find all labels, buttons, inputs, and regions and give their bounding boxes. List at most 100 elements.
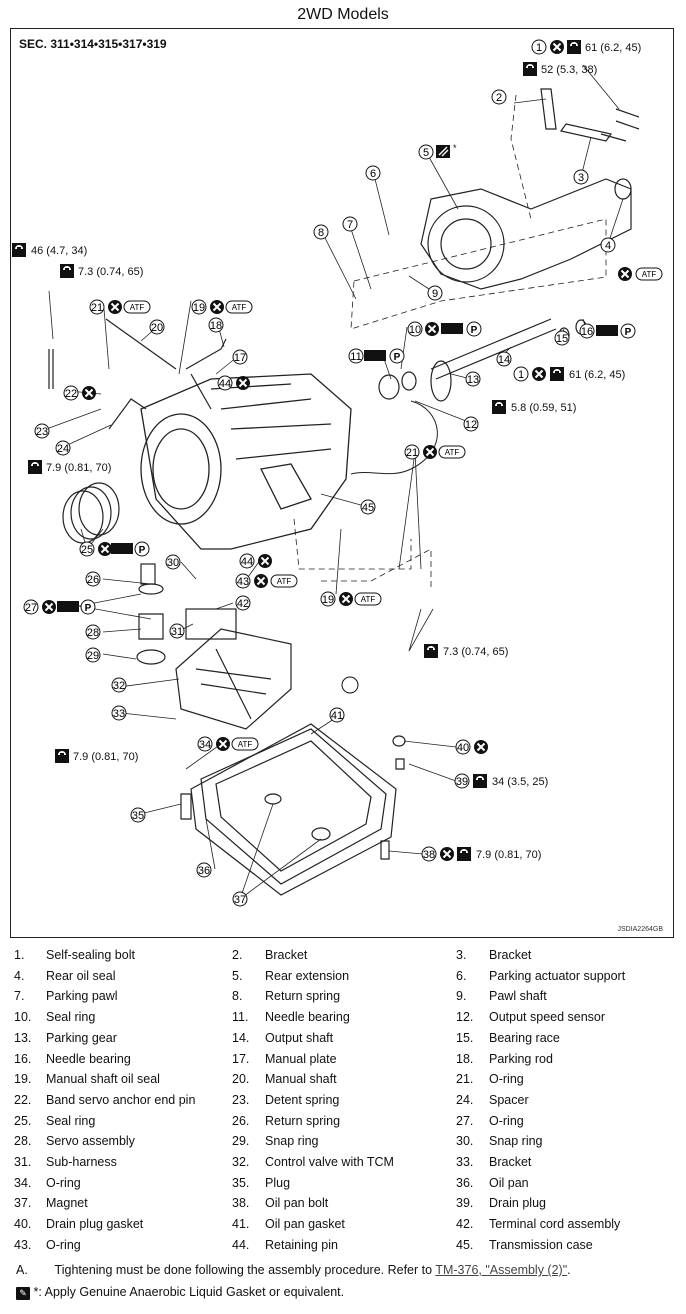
- callout-29: 29: [87, 650, 99, 662]
- wrench-icons: [12, 40, 581, 861]
- callout-13: 13: [467, 374, 479, 386]
- legend-number: 40.: [14, 1217, 32, 1232]
- callout-15: 15: [556, 333, 568, 345]
- note-a-letter: A.: [16, 1263, 28, 1277]
- callout-19a: 19: [193, 302, 205, 314]
- legend-number: 44.: [232, 1237, 250, 1252]
- callout-43: 43: [237, 576, 249, 588]
- p-badge: P: [471, 325, 478, 336]
- manual-shaft-shape: [48, 318, 227, 430]
- callout-35: 35: [132, 810, 144, 822]
- torque-5: 61 (6.2, 45): [569, 369, 625, 381]
- callout-33: 33: [113, 708, 125, 720]
- callout-21a: 21: [91, 302, 103, 314]
- legend-label: O-ring: [46, 1175, 81, 1190]
- legend-number: 11.: [232, 1010, 249, 1025]
- callout-19b: 19: [322, 594, 334, 606]
- servo-assembly-shape: [62, 482, 166, 665]
- atf-badge: ATF: [130, 303, 145, 312]
- callout-5: 5: [423, 147, 429, 159]
- note-a-text: Tightening must be done following the as…: [54, 1263, 436, 1277]
- legend-label: Self-sealing bolt: [46, 948, 135, 962]
- legend-number: 32.: [232, 1155, 250, 1169]
- atf-badge: ATF: [361, 595, 376, 604]
- callout-14: 14: [498, 354, 510, 366]
- diagram-svg: 1 2 3 4 5 6 7 8 9 10 11 12 13 1: [12, 39, 663, 907]
- legend-label: Oil pan bolt: [265, 1196, 329, 1211]
- legend-label: Needle bearing: [265, 1010, 350, 1025]
- legend-label: Snap ring: [489, 1134, 543, 1149]
- callout-16: 16: [581, 326, 593, 338]
- p-badge: P: [625, 327, 632, 338]
- torque-4: 7.3 (0.74, 65): [78, 266, 143, 278]
- legend-number: 19.: [14, 1072, 32, 1087]
- legend-number: 5.: [232, 968, 243, 983]
- torque-10: 34 (3.5, 25): [492, 776, 548, 788]
- callout-22: 22: [65, 388, 77, 400]
- callout-8: 8: [318, 227, 324, 239]
- legend-number: 28.: [14, 1134, 32, 1149]
- brackets-shape: [540, 88, 640, 142]
- callout-27: 27: [25, 602, 37, 614]
- legend-number: 9.: [456, 989, 467, 1004]
- callout-1b: 1: [518, 369, 524, 381]
- legend-label: Terminal cord assembly: [489, 1217, 621, 1232]
- callout-38: 38: [423, 849, 435, 861]
- legend-number: 26.: [232, 1113, 250, 1128]
- legend-label: Manual shaft: [265, 1072, 337, 1087]
- legend-label: Drain plug gasket: [46, 1217, 144, 1232]
- legend-number: 22.: [14, 1092, 32, 1107]
- legend-number: 36.: [456, 1175, 474, 1190]
- legend-label: Output speed sensor: [489, 1010, 606, 1025]
- legend-label: Bracket: [489, 948, 532, 962]
- callout-37: 37: [234, 894, 246, 906]
- legend-number: 29.: [232, 1134, 250, 1149]
- callout-44a: 44: [219, 378, 231, 390]
- assembly-guide-lines: [293, 94, 607, 589]
- legend-label: Needle bearing: [46, 1051, 131, 1066]
- assembly-link[interactable]: TM-376, "Assembly (2)": [435, 1263, 568, 1277]
- callout-39: 39: [456, 776, 468, 788]
- callout-32: 32: [113, 680, 125, 692]
- legend-label: O-ring: [489, 1113, 524, 1128]
- callout-17: 17: [234, 352, 246, 364]
- callout-26: 26: [87, 574, 99, 586]
- legend-label: Manual shaft oil seal: [46, 1072, 160, 1087]
- callout-12: 12: [465, 419, 477, 431]
- callout-30: 30: [167, 557, 179, 569]
- note-a: A. Tightening must be done following the…: [16, 1263, 571, 1277]
- legend-label: Rear oil seal: [46, 968, 116, 983]
- legend-number: 41.: [232, 1217, 250, 1232]
- p-badges: P P P P P: [80, 321, 636, 615]
- legend-label: Drain plug: [489, 1196, 546, 1211]
- legend-number: 37.: [14, 1196, 32, 1211]
- callout-40: 40: [457, 742, 469, 754]
- legend-label: Seal ring: [46, 1010, 96, 1025]
- control-valve-shape: [175, 608, 292, 730]
- legend-number: 31.: [14, 1155, 32, 1169]
- legend-number: 10.: [14, 1010, 32, 1025]
- legend-number: 35.: [232, 1175, 250, 1190]
- callout-31: 31: [171, 626, 183, 638]
- atf-badge: ATF: [277, 577, 292, 586]
- legend-label: Parking actuator support: [489, 968, 626, 983]
- legend-label: Manual plate: [265, 1051, 337, 1066]
- legend-label: Return spring: [265, 989, 341, 1004]
- legend-number: 7.: [14, 989, 25, 1004]
- legend-number: 38.: [232, 1196, 250, 1211]
- legend-label: Parking rod: [489, 1051, 553, 1066]
- torque-6: 5.8 (0.59, 51): [511, 402, 576, 414]
- callout-18: 18: [210, 320, 222, 332]
- legend-label: Rear extension: [265, 968, 350, 983]
- callout-25: 25: [81, 544, 93, 556]
- a-marker: [341, 676, 359, 694]
- legend-label: Bracket: [489, 1155, 532, 1169]
